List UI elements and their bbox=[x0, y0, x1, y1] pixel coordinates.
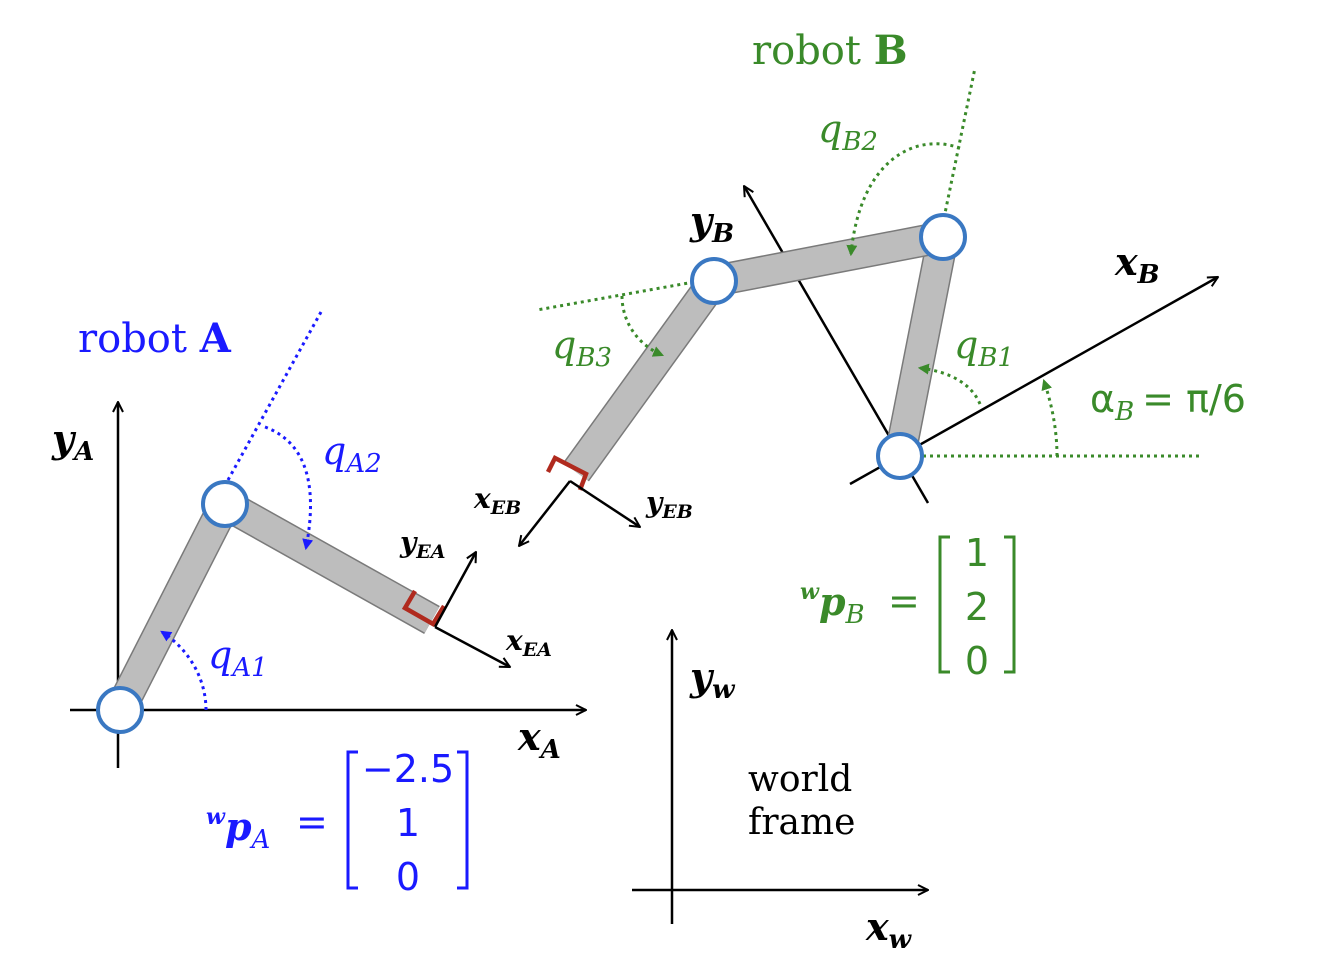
robot-b-position-symbol: wpB bbox=[800, 579, 865, 630]
robot-a-bracket-left bbox=[346, 750, 358, 890]
robot-a-q2-arc bbox=[264, 425, 314, 551]
robot-b-link3 bbox=[564, 272, 726, 481]
world-frame-label-line2: frame bbox=[748, 802, 855, 843]
robot-a-link1 bbox=[107, 497, 238, 717]
robot-b-y-axis-label: yB bbox=[689, 198, 734, 249]
robot-b-position-y: 2 bbox=[965, 585, 989, 629]
robot-b-position-z: 0 bbox=[965, 639, 989, 683]
robot-b-q1-arc bbox=[917, 363, 982, 405]
robot-a-position-y: 1 bbox=[396, 801, 420, 845]
robot-b-bracket-right bbox=[1004, 535, 1016, 674]
robot-a-title: robot A bbox=[78, 315, 232, 362]
robot-a-q2-label: qA2 bbox=[322, 429, 382, 479]
robot-b-link1 bbox=[885, 234, 958, 459]
robot-b-position-x: 1 bbox=[965, 531, 989, 575]
gripper-bracket-icon bbox=[545, 454, 589, 491]
robot-a-ee-y-label: yEA bbox=[399, 526, 446, 563]
robot-b-bracket-left bbox=[938, 535, 950, 674]
robot-b-q2-arc bbox=[846, 142, 961, 257]
robot-b-link1-extension bbox=[942, 67, 977, 219]
robot-a-ee-y-axis bbox=[433, 552, 478, 628]
robot-a: robot A yA xA qA1 qA2 yEA xEA wpA = bbox=[51, 311, 586, 899]
robot-b-title: robot B bbox=[752, 27, 908, 74]
robot-b-joint3-icon bbox=[690, 257, 738, 305]
robot-b-ee-y-label: yEB bbox=[645, 486, 693, 523]
world-x-axis-label: xw bbox=[865, 904, 913, 955]
robot-a-position-symbol: wpA bbox=[206, 804, 270, 855]
robot-b-ee-x-label: xEB bbox=[473, 482, 521, 519]
robot-a-link1-extension bbox=[226, 311, 323, 481]
robot-b-q3-arc bbox=[620, 295, 665, 357]
robot-b-x-axis-label: xB bbox=[1114, 239, 1160, 290]
robot-b-q3-label: qB3 bbox=[552, 323, 612, 373]
robot-a-base-joint-icon bbox=[96, 686, 144, 734]
robot-a-x-axis-label: xA bbox=[517, 714, 561, 765]
robot-a-link2 bbox=[217, 491, 440, 633]
robot-a-ee-x-axis bbox=[434, 625, 510, 669]
robot-a-y-axis-label: yA bbox=[51, 416, 94, 467]
robot-a-position-z: 0 bbox=[396, 855, 420, 899]
robot-b-position-equals: = bbox=[888, 579, 920, 623]
robot-a-q1-label: qA1 bbox=[208, 633, 268, 683]
robot-b-link2-extension bbox=[536, 280, 695, 312]
gripper-bracket-icon bbox=[401, 589, 446, 628]
robot-b-q2-label: qB2 bbox=[818, 107, 878, 157]
robot-a-position-x: −2.5 bbox=[362, 747, 454, 791]
world-frame: yw xw world frame bbox=[632, 630, 928, 955]
robot-a-bracket-right bbox=[457, 750, 469, 890]
robot-b-ee-x-axis bbox=[519, 480, 571, 546]
robot-b-alpha-label: αB= π/6 bbox=[1090, 377, 1246, 427]
world-frame-label-line1: world bbox=[748, 759, 852, 800]
robot-b-ee-y-axis bbox=[569, 479, 640, 527]
robot-a-ee-x-label: xEA bbox=[505, 624, 552, 661]
robot-b-alpha-arc bbox=[1041, 378, 1059, 457]
robot-b-q1-label: qB1 bbox=[954, 323, 1014, 373]
robot-b-base-joint-icon bbox=[876, 432, 924, 480]
robot-a-position-equals: = bbox=[296, 800, 328, 844]
robot-a-elbow-joint-icon bbox=[201, 480, 249, 528]
robot-b-link2 bbox=[711, 222, 946, 296]
robot-b-joint2-icon bbox=[919, 213, 967, 261]
robot-b: robot B xB yB qB2 qB3 qB1 αB= π/6 bbox=[473, 27, 1246, 683]
world-y-axis-label: yw bbox=[689, 654, 736, 705]
robot-a-q1-arc bbox=[160, 630, 208, 711]
